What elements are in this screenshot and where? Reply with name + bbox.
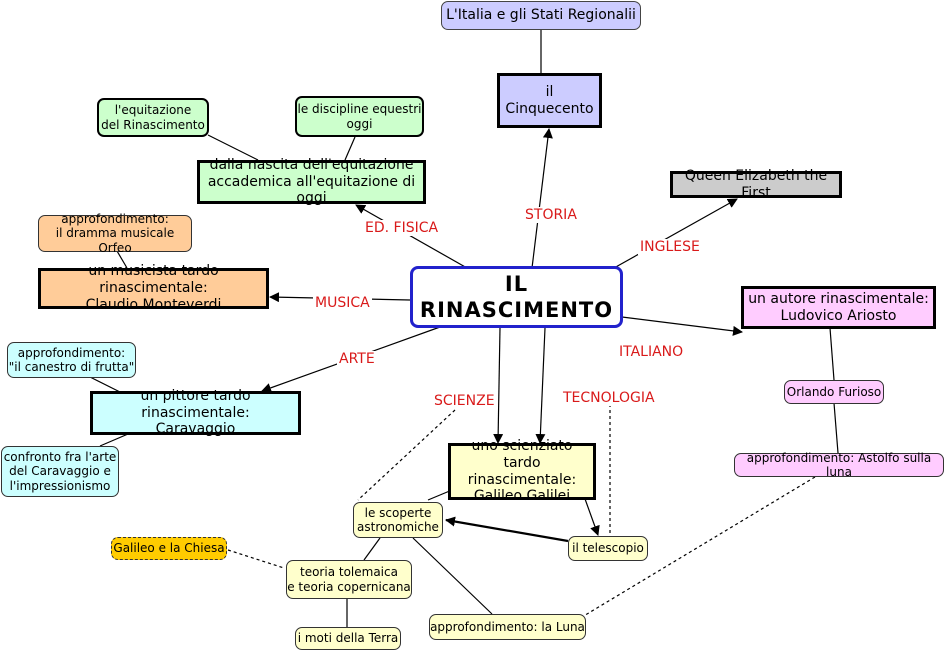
link-label-scienze: SCIENZE: [432, 393, 497, 409]
node-teoria-tolemaica-copernicana[interactable]: teoria tolemaica e teoria copernicana: [286, 560, 412, 599]
node-equitazione[interactable]: dalla nascita dell'equitazione accademic…: [197, 157, 426, 206]
link-label-italiano: ITALIANO: [617, 344, 686, 360]
node-galileo[interactable]: uno scienziato tardo rinascimentale: Gal…: [448, 438, 596, 504]
node-confronto-impressionismo[interactable]: confronto fra l'arte del Caravaggio e l'…: [1, 446, 119, 497]
node-approfondimento-astolfo[interactable]: approfondimento: Astolfo sulla luna: [734, 451, 944, 479]
node-italia-stati-regionali[interactable]: L'Italia e gli Stati Regionalii: [441, 1, 641, 30]
node-approfondimento-orfeo[interactable]: approfondimento: il dramma musicale Orfe…: [38, 212, 192, 255]
node-monteverdi[interactable]: un musicista tardo rinascimentale: Claud…: [38, 263, 269, 313]
node-telescopio[interactable]: il telescopio: [568, 536, 648, 561]
node-scoperte-astronomiche[interactable]: le scoperte astronomiche: [353, 502, 443, 538]
link-label-storia: STORIA: [523, 207, 579, 223]
link-label-arte: ARTE: [337, 351, 377, 367]
link-label-musica: MUSICA: [313, 295, 372, 311]
node-moti-terra[interactable]: i moti della Terra: [295, 627, 401, 650]
node-equitazione-rinascimento[interactable]: l'equitazione del Rinascimento: [97, 98, 209, 137]
node-approfondimento-luna[interactable]: approfondimento: la Luna: [429, 614, 586, 640]
node-queen-elizabeth[interactable]: Queen Elizabeth the First: [670, 168, 842, 201]
link-label-tecnologia: TECNOLOGIA: [561, 390, 657, 406]
node-ariosto[interactable]: un autore rinascimentale: Ludovico Arios…: [741, 286, 936, 329]
node-caravaggio[interactable]: un pittore tardo rinascimentale: Caravag…: [90, 388, 301, 437]
node-orlando-furioso[interactable]: Orlando Furioso: [784, 380, 884, 404]
node-cinquecento[interactable]: il Cinquecento: [497, 73, 602, 128]
link-label-fisica: ED. FISICA: [363, 220, 441, 236]
link-label-inglese: INGLESE: [638, 239, 702, 255]
node-approfondimento-canestro[interactable]: approfondimento: "il canestro di frutta": [7, 342, 136, 378]
node-discipline-equestri[interactable]: le discipline equestri oggi: [295, 96, 424, 137]
central-topic[interactable]: IL RINASCIMENTO: [410, 266, 623, 328]
node-galileo-chiesa[interactable]: Galileo e la Chiesa: [111, 537, 227, 560]
